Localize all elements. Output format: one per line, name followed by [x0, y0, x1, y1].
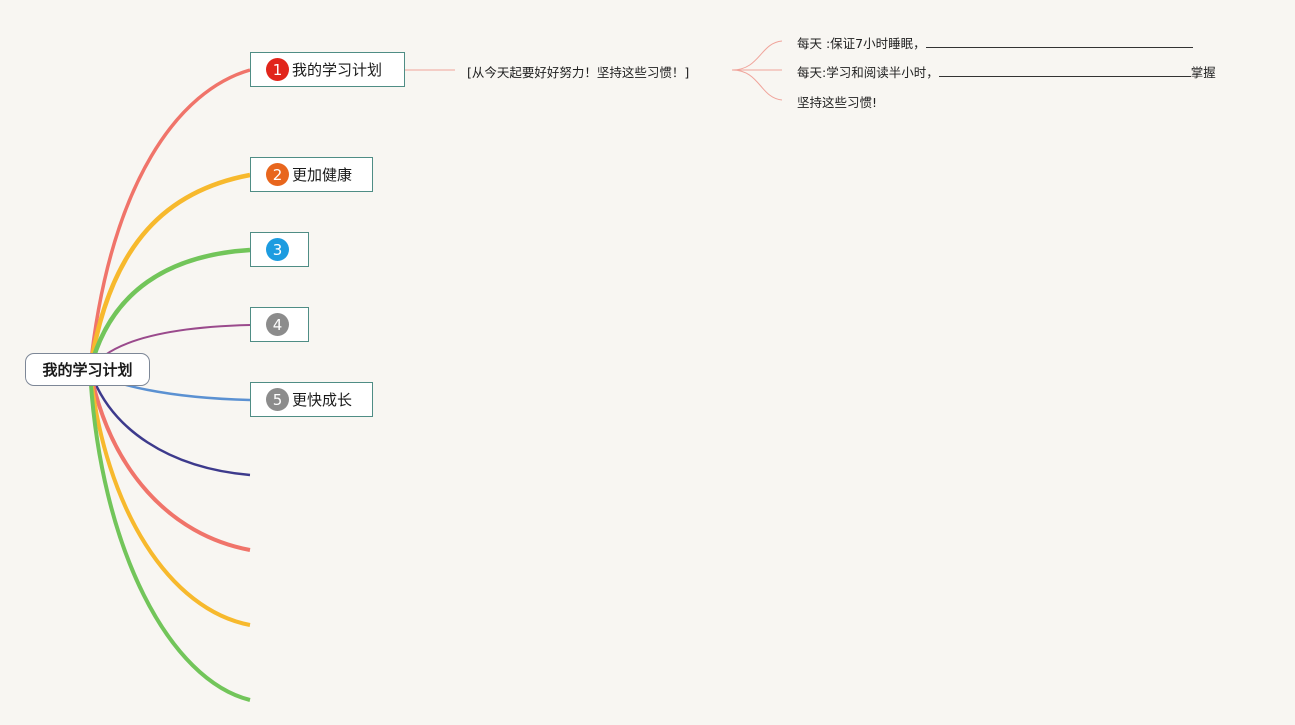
blank-line	[938, 63, 1191, 77]
topic-node-3[interactable]: 3	[250, 232, 309, 267]
badge-5: 5	[266, 388, 289, 411]
empty-branch-line	[88, 369, 251, 552]
badge-3: 3	[266, 238, 289, 261]
empty-branch-line	[88, 369, 251, 627]
branch-line-topic-1	[88, 68, 251, 371]
topic-node-2[interactable]: 2 更加健康	[250, 157, 373, 192]
habit-text-2: 每天:学习和阅读半小时，	[797, 65, 939, 80]
habit-text-1: 每天 :保证7小时睡眠，	[797, 36, 926, 51]
habit-item-1[interactable]: 每天 :保证7小时睡眠，	[797, 33, 1193, 52]
habit-text-3: 坚持这些习惯!	[797, 95, 878, 110]
topic-node-4[interactable]: 4	[250, 307, 309, 342]
root-node[interactable]: 我的学习计划	[25, 353, 150, 386]
habit-brace-connector	[731, 40, 783, 101]
branch-line-topic-3	[87, 247, 251, 371]
habit-item-3[interactable]: 坚持这些习惯!	[797, 92, 877, 111]
topic-label-1: 我的学习计划	[292, 61, 383, 79]
badge-2: 2	[266, 163, 289, 186]
habit-suffix-2: 掌握	[1190, 65, 1216, 80]
empty-branch-line	[88, 369, 251, 477]
badge-1: 1	[266, 58, 289, 81]
habit-item-2[interactable]: 每天:学习和阅读半小时， 掌握	[797, 62, 1216, 81]
branch-line-topic-2	[87, 172, 251, 371]
topic-node-5[interactable]: 5 更快成长	[250, 382, 373, 417]
topic-label-2: 更加健康	[292, 166, 353, 184]
root-label: 我的学习计划	[42, 361, 133, 379]
topic-node-1[interactable]: 1 我的学习计划	[250, 52, 405, 87]
blank-line	[925, 34, 1193, 48]
badge-4: 4	[266, 313, 289, 336]
empty-branch-line	[88, 369, 251, 702]
plan-subtopic[interactable]: [从今天起要好好努力！坚持这些习惯！]	[467, 65, 690, 80]
topic-label-5: 更快成长	[292, 391, 353, 409]
